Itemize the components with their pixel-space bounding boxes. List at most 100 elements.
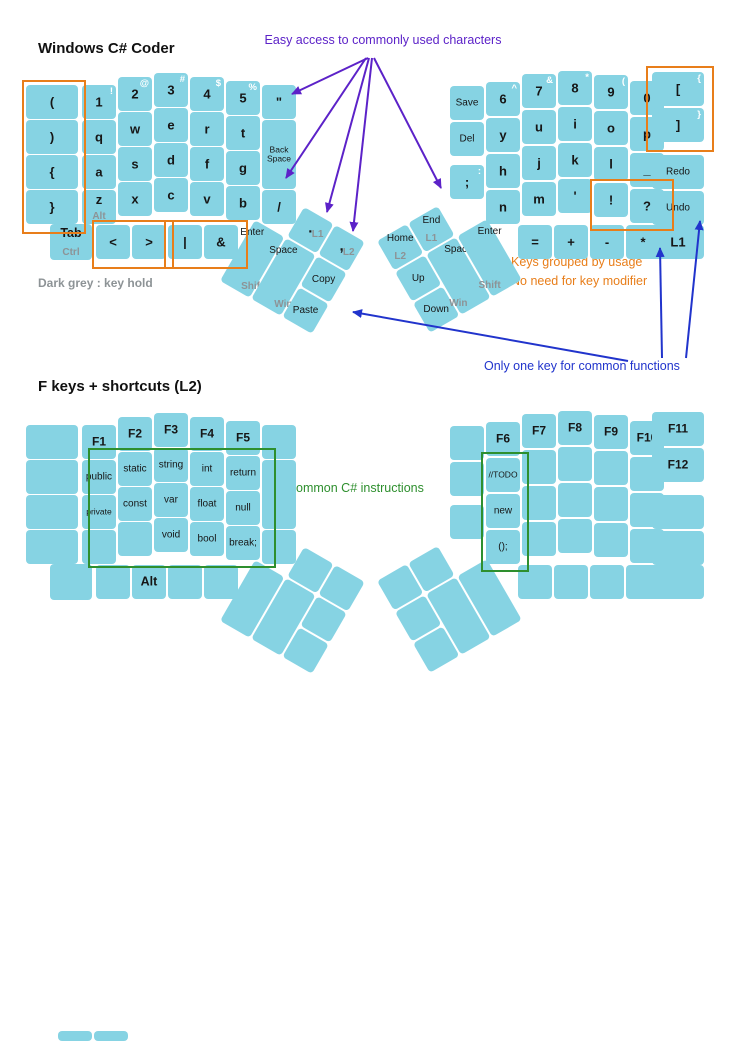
annotation-dark-grey-key-hold: Dark grey : key hold xyxy=(38,276,153,290)
key-save: Save xyxy=(450,86,484,120)
key-label: Paste xyxy=(292,305,319,317)
key-label: m xyxy=(533,191,545,207)
key-pipe: | xyxy=(168,225,202,259)
key-equals: = xyxy=(518,225,552,259)
key-label: [ xyxy=(675,81,681,97)
key-const: const xyxy=(118,487,152,521)
key-blank xyxy=(522,450,556,484)
key-label: ) xyxy=(49,129,55,145)
key-f3: F3 xyxy=(154,413,188,447)
key-3: 3# xyxy=(154,73,188,107)
key-less-than: < xyxy=(96,225,130,259)
key-brace-open: { xyxy=(26,155,78,189)
key-label: break; xyxy=(229,537,257,549)
annotation-no-modifier: No need for key modifier xyxy=(511,274,648,288)
key-label: ; xyxy=(464,174,470,190)
key-label: < xyxy=(109,234,117,250)
key-blank xyxy=(590,565,624,599)
key-y: y xyxy=(486,118,520,152)
key-label: F7 xyxy=(531,423,546,438)
key-null: null xyxy=(226,491,260,525)
key-label: float xyxy=(197,498,217,510)
key-f8: F8 xyxy=(558,411,592,445)
key-e: e xyxy=(154,108,188,142)
arrow-easy-access-slash xyxy=(285,57,367,179)
key-blank xyxy=(554,565,588,599)
annotation-common-csharp-instructions: Common C# instructions xyxy=(287,481,424,495)
key-6: 6^ xyxy=(486,82,520,116)
key-blank xyxy=(594,523,628,557)
key-blank xyxy=(50,564,92,600)
key-label: l xyxy=(609,156,613,172)
key-label: Enter xyxy=(477,225,502,237)
key-blank xyxy=(168,565,202,599)
key-g: g xyxy=(226,151,260,185)
key-label: g xyxy=(239,160,247,176)
key-label: h xyxy=(499,163,507,179)
key-blank xyxy=(652,495,704,529)
key-blank xyxy=(522,522,556,556)
key-label: F5 xyxy=(235,430,250,445)
key-bracket-open: [{ xyxy=(652,72,704,106)
key-hold-label: Shift xyxy=(478,279,501,291)
key-label: 4 xyxy=(203,86,211,102)
key-label: s xyxy=(131,156,139,172)
key-label: t xyxy=(240,125,246,141)
key-w: w xyxy=(118,112,152,146)
key-label: public xyxy=(85,471,113,483)
key-9: 9( xyxy=(594,75,628,109)
key-5: 5% xyxy=(226,81,260,115)
key-blank xyxy=(26,530,78,564)
arrow-easy-access-comma xyxy=(349,57,373,232)
key-label: Space xyxy=(269,244,298,256)
key-blank xyxy=(558,519,592,553)
key-label: Alt xyxy=(140,574,158,589)
key-label: e xyxy=(167,117,175,133)
key-blank xyxy=(58,1031,92,1041)
key-greater-than: > xyxy=(132,225,166,259)
key-label: ? xyxy=(643,198,651,214)
key-label: F1 xyxy=(91,434,106,449)
key-exclamation: ! xyxy=(594,183,628,217)
key-label: 5 xyxy=(239,90,247,106)
key-blank xyxy=(594,487,628,521)
key-f11: F11 xyxy=(652,412,704,446)
key-4: 4$ xyxy=(190,77,224,111)
key-f9: F9 xyxy=(594,415,628,449)
key-label: Del xyxy=(459,133,475,145)
key-label: 9 xyxy=(607,84,615,100)
key-i: i xyxy=(558,107,592,141)
key-void: void xyxy=(154,518,188,552)
key-label: } xyxy=(49,199,55,215)
key-bool: bool xyxy=(190,522,224,556)
key-hold-label: L1 xyxy=(311,229,324,241)
key-label: Redo xyxy=(666,166,690,178)
key-blank xyxy=(652,531,704,565)
key-blank xyxy=(96,565,130,599)
key-k: k xyxy=(558,143,592,177)
key-label: Copy xyxy=(311,273,336,285)
key-l: l xyxy=(594,147,628,181)
annotation-one-key-common-functions: Only one key for common functions xyxy=(484,359,680,373)
key-blank: (); xyxy=(486,530,520,564)
key-label: ( xyxy=(49,94,55,110)
key-label: + xyxy=(567,234,575,250)
key-shift-label: } xyxy=(697,109,701,120)
key-blank xyxy=(518,565,552,599)
key-8: 8* xyxy=(558,71,592,105)
key-blank xyxy=(262,530,296,564)
key-label: 1 xyxy=(95,94,103,110)
key-blank xyxy=(262,460,296,529)
key-label: _ xyxy=(643,162,651,178)
key-shift-label: * xyxy=(585,72,589,83)
key-1: 1! xyxy=(82,85,116,119)
key-blank xyxy=(26,495,78,529)
key-label: new xyxy=(493,505,513,517)
arrow-easy-access-period xyxy=(325,57,370,213)
key-h: h xyxy=(486,154,520,188)
key-f4: F4 xyxy=(190,417,224,451)
key-blank xyxy=(522,486,556,520)
key-blank xyxy=(94,1031,128,1041)
key-label: { xyxy=(49,164,55,180)
